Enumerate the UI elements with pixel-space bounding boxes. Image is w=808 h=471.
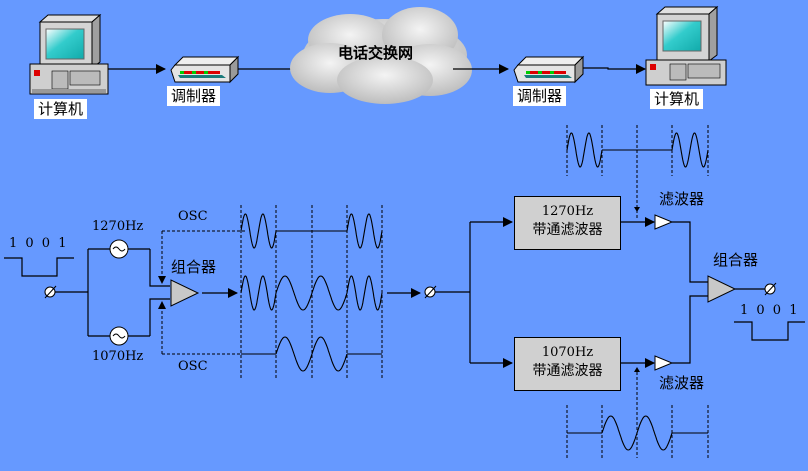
waveform-1070hz-osc	[241, 336, 382, 372]
waveform-1270hz-osc	[240, 213, 383, 249]
oscillator-1070-icon	[109, 326, 129, 346]
combiner-right-icon	[707, 275, 737, 303]
bandpass-filter-1270: 1270Hz 带通滤波器	[514, 196, 621, 250]
modem-left-icon	[170, 55, 240, 84]
detector-bottom-label: 滤波器	[659, 374, 705, 392]
modem-left-label: 调制器	[167, 86, 221, 106]
filter-1070-name: 带通滤波器	[532, 363, 603, 379]
modem-right-label: 调制器	[513, 86, 567, 106]
link-modem-computer-right	[583, 64, 646, 74]
output-terminal-icon	[764, 282, 777, 296]
detector-bottom-icon	[654, 355, 674, 371]
waveform-fsk-combined	[240, 275, 383, 311]
input-bits-label: 1 0 0 1	[9, 236, 67, 251]
oscillator-1270-icon	[109, 239, 129, 259]
osc-top-label: OSC	[178, 209, 208, 224]
combiner-left-label: 组合器	[171, 258, 217, 276]
line-terminal-icon	[424, 285, 437, 299]
osc-1270-label: 1270Hz	[92, 219, 144, 234]
output-bit-waveform	[734, 321, 805, 341]
input-bit-waveform	[4, 257, 74, 277]
cloud-icon	[290, 7, 472, 104]
detector-top-label: 滤波器	[659, 190, 705, 208]
computer-right-icon	[645, 5, 727, 86]
filter-1070-freq: 1070Hz	[541, 345, 594, 360]
osc-bottom-label: OSC	[178, 359, 208, 374]
waveform-filtered-1270hz	[566, 132, 709, 168]
combiner-right-label: 组合器	[713, 251, 759, 269]
input-terminal-icon	[44, 285, 57, 299]
computer-left-icon	[29, 13, 109, 95]
computer-left-label: 计算机	[34, 99, 88, 119]
waveform-filtered-1070hz	[567, 415, 708, 451]
detector-top-icon	[654, 214, 674, 230]
computer-right-label: 计算机	[650, 89, 704, 109]
output-bits-label: 1 0 0 1	[740, 303, 798, 318]
filter-1270-name: 带通滤波器	[532, 222, 603, 238]
waveform-panel	[240, 205, 383, 380]
osc-1070-label: 1070Hz	[92, 349, 144, 364]
modem-right-icon	[513, 55, 585, 84]
filter-1270-freq: 1270Hz	[541, 204, 594, 219]
combiner-left-icon	[170, 279, 200, 307]
cloud-label: 电话交换网	[338, 44, 414, 62]
bandpass-filter-1070: 1070Hz 带通滤波器	[514, 337, 621, 391]
